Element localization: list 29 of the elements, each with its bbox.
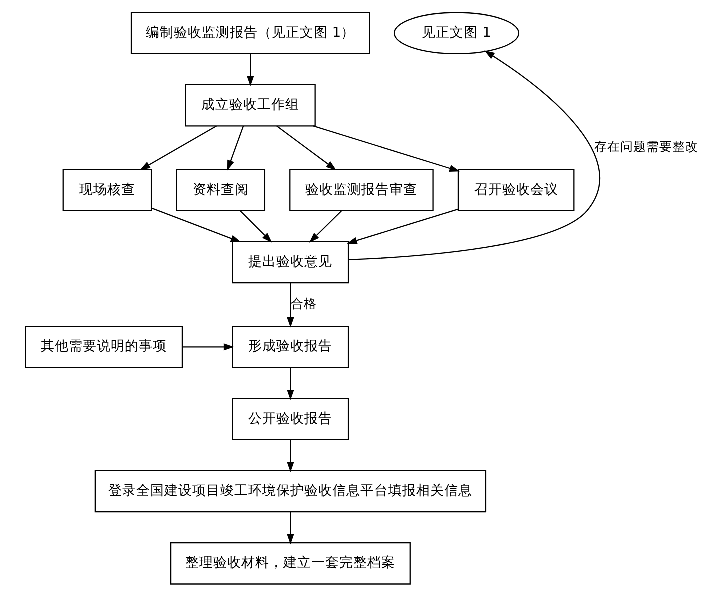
arrow — [246, 54, 254, 86]
arrow — [182, 344, 234, 351]
node-box: 成立验收工作组 — [184, 84, 316, 127]
node-box: 资料查阅 — [176, 169, 266, 212]
node-box: 整理验收材料，建立一套完整档案 — [170, 542, 410, 585]
arrow — [286, 368, 294, 400]
arrow — [286, 512, 294, 545]
node-box: 编制验收监测报告（见正文图 1） — [130, 12, 370, 55]
arrow — [348, 50, 600, 261]
arrow — [240, 210, 272, 243]
node-box: 提出验收意见 — [232, 241, 349, 284]
arrow — [286, 283, 294, 328]
arrow — [312, 126, 460, 172]
node-box: 验收监测报告审查 — [289, 169, 434, 212]
arrow — [140, 126, 216, 170]
node-box: 形成验收报告 — [232, 326, 349, 368]
node-box: 其他需要说明的事项 — [24, 326, 183, 368]
arrow — [286, 440, 294, 472]
arrow — [276, 126, 336, 170]
node-ellipse: 见正文图 1 — [393, 12, 520, 55]
arrow — [226, 126, 244, 171]
node-box: 现场核查 — [62, 169, 152, 212]
edge-label: 存在问题需要整改 — [594, 139, 698, 154]
arrow — [151, 208, 241, 242]
node-box: 登录全国建设项目竣工环境保护验收信息平台填报相关信息 — [94, 470, 486, 513]
arrow — [346, 208, 458, 244]
node-box: 召开验收会议 — [457, 169, 574, 212]
arrow — [308, 210, 342, 243]
node-box: 公开验收报告 — [232, 398, 349, 441]
